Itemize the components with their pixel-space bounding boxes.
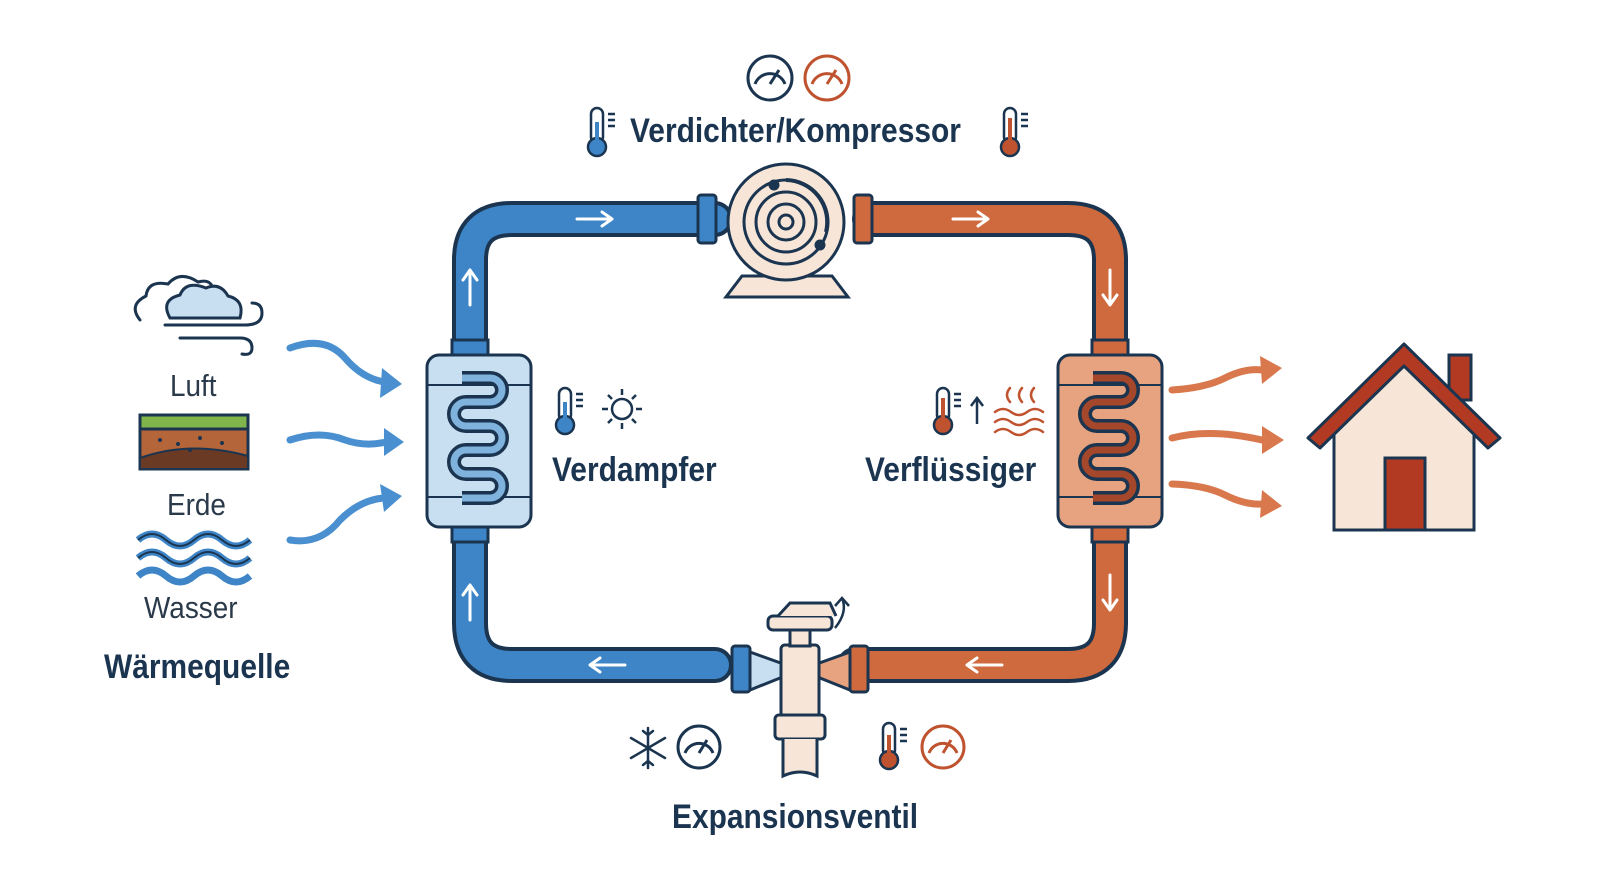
water-waves-icon xyxy=(135,530,253,586)
house-icon xyxy=(1306,342,1502,532)
pressure-gauge-icon xyxy=(803,54,851,102)
compressor-label: Verdichter/Kompressor xyxy=(630,112,961,150)
heat-source-label: Wärmequelle xyxy=(104,648,291,686)
snowflake-icon xyxy=(629,726,667,770)
heat-inflow-arrows xyxy=(286,339,390,545)
condenser-label: Verflüssiger xyxy=(865,451,1037,489)
thermometer-icon xyxy=(932,386,984,436)
evaporator-icon xyxy=(425,338,533,544)
heat-outflow-arrowheads xyxy=(1260,356,1284,518)
compressor-icon xyxy=(696,162,874,299)
condenser-icon xyxy=(1056,338,1164,544)
sun-icon xyxy=(602,389,642,429)
thermometer-icon xyxy=(999,106,1028,158)
heat-outflow-arrows xyxy=(1168,366,1266,508)
thermometer-icon xyxy=(878,721,907,771)
source-label-air: Luft xyxy=(170,368,217,403)
pressure-gauge-icon xyxy=(920,724,966,770)
flow-arrows xyxy=(461,210,1119,674)
cloud-wind-icon xyxy=(133,275,264,356)
pressure-gauge-icon xyxy=(676,724,722,770)
heat-waves-icon xyxy=(993,386,1045,437)
thermometer-icon xyxy=(586,106,615,158)
expansion-valve-icon xyxy=(730,596,870,779)
evaporator-label: Verdampfer xyxy=(552,451,717,489)
soil-layers-icon xyxy=(138,413,250,471)
source-label-water: Wasser xyxy=(144,590,238,625)
expansion-valve-label: Expansionsventil xyxy=(672,798,919,836)
pressure-gauge-icon xyxy=(746,54,794,102)
source-label-earth: Erde xyxy=(167,487,226,522)
thermometer-icon xyxy=(554,386,583,436)
heat-inflow-arrowheads xyxy=(380,368,404,512)
